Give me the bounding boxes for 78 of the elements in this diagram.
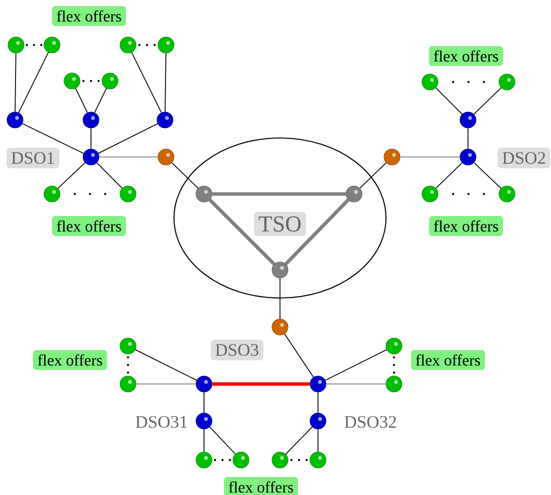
- ellipse: [173, 137, 387, 299]
- connector-line: [284, 333, 314, 378]
- connector-line: [284, 198, 350, 266]
- operator-tag: TSO: [254, 212, 306, 236]
- flex-offers-tag: flex offers: [429, 46, 503, 66]
- operator-tag: DSO1: [6, 148, 60, 168]
- connector-line: [400, 156, 460, 158]
- ball: [196, 376, 212, 392]
- connector-line: [435, 162, 463, 189]
- flex-offers-tag: flex offers: [411, 350, 485, 370]
- flex-offers-tag: flex offers: [429, 216, 503, 236]
- connector-line: [164, 52, 166, 112]
- connector-line: [324, 349, 388, 381]
- ball: [196, 412, 212, 430]
- operator-label: DSO31: [136, 416, 187, 428]
- ball: [158, 148, 174, 166]
- ball: [310, 412, 326, 430]
- ball: [82, 148, 100, 166]
- connector-line: [212, 192, 346, 196]
- ball: [158, 36, 174, 54]
- connector-line: [359, 162, 387, 189]
- connector-line: [18, 52, 49, 114]
- ball: [310, 376, 326, 392]
- connector-line: [90, 128, 92, 150]
- flex-offers-tag: flex offers: [33, 350, 107, 370]
- ball: [64, 72, 80, 90]
- flex-offers-tag: flex offers: [52, 6, 126, 26]
- ball: [120, 376, 136, 392]
- ball: [120, 338, 136, 354]
- ball: [384, 148, 400, 166]
- connector-line: [58, 162, 86, 189]
- operator-tag: DSO2: [498, 148, 550, 168]
- connector-line: [474, 162, 502, 189]
- connector-line: [212, 382, 310, 386]
- connector-line: [94, 88, 107, 113]
- connector-line: [98, 123, 158, 154]
- ball: [310, 452, 326, 468]
- connector-line: [285, 426, 313, 454]
- ball: [102, 72, 118, 90]
- ball: [6, 112, 24, 128]
- ball: [460, 112, 476, 128]
- connector-line: [134, 349, 198, 381]
- connector-line: [75, 88, 88, 113]
- ball: [82, 112, 100, 128]
- ball: [196, 452, 212, 468]
- ball: [346, 186, 362, 202]
- ball: [8, 36, 24, 54]
- connector-line: [209, 426, 236, 454]
- ball: [272, 318, 288, 336]
- ball: [156, 112, 174, 128]
- ball: [44, 186, 60, 202]
- connector-line: [14, 52, 16, 112]
- connector-line: [208, 198, 276, 266]
- ball: [232, 452, 250, 468]
- ball: [386, 338, 402, 354]
- ball: [386, 376, 402, 392]
- connector-line: [96, 162, 123, 189]
- connector-line: [473, 87, 502, 115]
- connector-line: [435, 87, 463, 115]
- flex-offers-tag: flex offers: [224, 476, 298, 495]
- flex-offers-tag: flex offers: [52, 216, 126, 236]
- ball: [44, 36, 60, 54]
- operator-label: DSO32: [344, 416, 396, 428]
- ball: [272, 452, 288, 468]
- ball: [196, 186, 212, 202]
- ball: [272, 262, 288, 278]
- connector-line: [171, 162, 199, 189]
- connector-line: [22, 123, 84, 154]
- connector-line: [98, 156, 158, 158]
- ball: [460, 148, 476, 166]
- operator-tag: DSO3: [210, 340, 264, 360]
- ball: [120, 186, 136, 202]
- ball: [498, 186, 516, 202]
- connector-line: [131, 52, 162, 114]
- ball: [422, 186, 438, 202]
- ball: [120, 36, 136, 54]
- ball: [422, 74, 438, 90]
- ball: [498, 74, 516, 90]
